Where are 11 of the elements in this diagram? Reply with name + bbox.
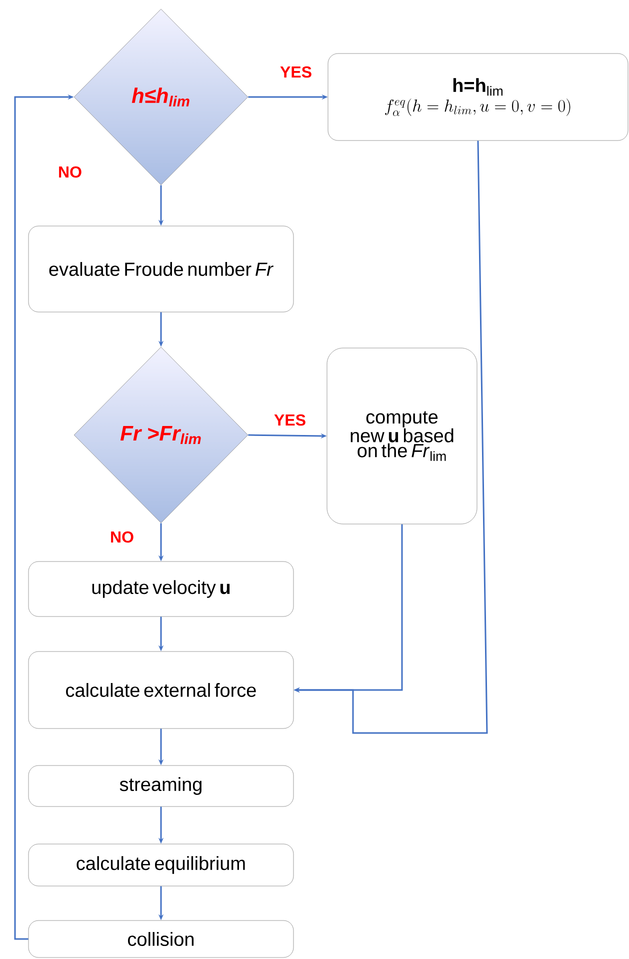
edge-label: YES: [273, 413, 307, 427]
process-box: streaming: [28, 765, 294, 807]
process-box: collision: [28, 920, 294, 958]
process-box: update velocity u: [28, 561, 294, 617]
process-box: evaluate Froude number Fr: [28, 226, 294, 312]
process-box: h=h$_{lim}$ $f_\alpha^{eq}(h=h_{lim},u=0,v=0)$: [328, 53, 628, 141]
edge-label: NO: [109, 530, 135, 544]
process-box: calculate external force: [28, 651, 294, 729]
edge-label: YES: [279, 65, 313, 79]
process-box: calculate equilibrium: [28, 844, 294, 886]
process-box: compute new u based on the Fr$_{lim}$: [326, 348, 478, 524]
